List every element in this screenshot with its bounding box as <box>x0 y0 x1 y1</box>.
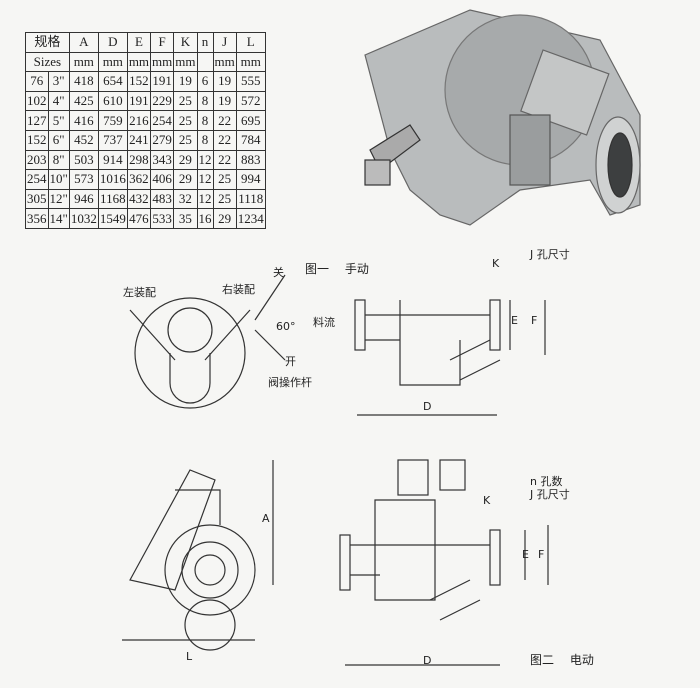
table-cell: 191 <box>150 71 175 92</box>
table-cell: 29 <box>173 149 198 171</box>
table-cell: 127 <box>25 110 49 131</box>
k-label-2: K <box>483 494 491 507</box>
table-cell: 254 <box>25 169 49 190</box>
d-label-2: D <box>423 654 432 667</box>
table-cell: 418 <box>68 71 99 92</box>
table-cell: 35 <box>173 208 198 229</box>
table-cell: 1168 <box>97 188 128 210</box>
table-cell: 14" <box>47 208 70 229</box>
n-label: n 孔数 <box>530 475 563 488</box>
fig1-caption: 图一 手动 <box>305 262 369 276</box>
open-label: 开 <box>285 355 296 368</box>
table-cell: 12 <box>196 188 214 210</box>
fig2-side <box>339 459 549 666</box>
a-label: A <box>262 512 270 525</box>
table-cell: 483 <box>150 188 175 210</box>
table-cell: 16 <box>196 208 214 229</box>
table-cell: 279 <box>150 129 175 151</box>
table-cell: 25 <box>173 110 198 131</box>
table-cell: 784 <box>235 129 266 151</box>
left-assembly-label: 左装配 <box>123 286 156 299</box>
table-cell: 25 <box>212 169 237 190</box>
table-cell: mm <box>235 51 266 73</box>
e-label: E <box>511 314 518 327</box>
table-cell: 476 <box>126 208 152 229</box>
table-cell: 1234 <box>235 208 266 229</box>
table-cell: 29 <box>212 208 237 229</box>
j-label: J 孔尺寸 <box>530 248 570 261</box>
table-cell: 1032 <box>68 208 99 229</box>
flow-label: 料流 <box>313 316 335 329</box>
table-cell: 12 <box>196 169 214 190</box>
k-label: K <box>492 257 500 270</box>
valve-photo <box>364 9 641 226</box>
table-cell: 19 <box>212 71 237 92</box>
fig2-front <box>122 460 274 651</box>
table-cell: 572 <box>235 90 266 112</box>
table-cell: 573 <box>68 169 99 190</box>
right-assembly-label: 右装配 <box>222 283 255 296</box>
table-cell: 1118 <box>235 188 266 210</box>
table-cell: 883 <box>235 149 266 171</box>
l-label: L <box>186 650 193 663</box>
table-cell: 25 <box>173 129 198 151</box>
table-cell: 305 <box>25 188 49 210</box>
j-label-2: J 孔尺寸 <box>530 488 570 501</box>
table-cell: 452 <box>68 129 99 151</box>
angle-label: 60° <box>276 320 296 333</box>
f-label: F <box>531 314 538 327</box>
table-cell: 425 <box>68 90 99 112</box>
table-cell: 22 <box>212 149 237 171</box>
table-cell: 19 <box>212 90 237 112</box>
table-cell: mm <box>68 51 99 73</box>
table-cell: 203 <box>25 149 49 171</box>
table-cell: 29 <box>173 169 198 190</box>
table-cell: 298 <box>126 149 152 171</box>
f-label-2: F <box>538 548 545 561</box>
table-cell: 12" <box>47 188 70 210</box>
close-label: 关 <box>273 266 284 279</box>
e-label-2: E <box>522 548 529 561</box>
d-label: D <box>423 400 432 413</box>
fig1-side <box>354 299 546 416</box>
fig1-front <box>129 274 286 409</box>
lever-label: 阀操作杆 <box>268 376 312 389</box>
table-cell: 102 <box>25 90 49 112</box>
table-cell: 1549 <box>97 208 128 229</box>
fig2-caption: 图二 电动 <box>530 653 594 667</box>
table-cell: 695 <box>235 110 266 131</box>
